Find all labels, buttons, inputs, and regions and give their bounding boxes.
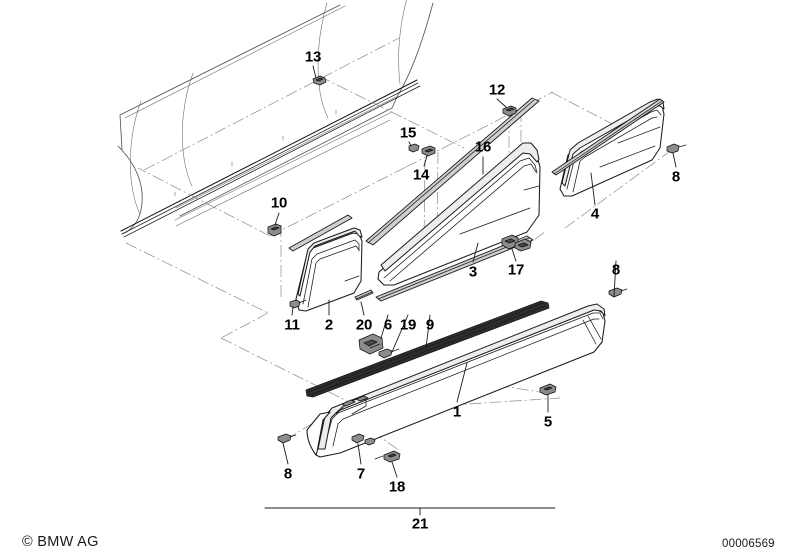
copyright-notice: © BMW AG	[22, 534, 99, 550]
clip-5	[539, 383, 557, 396]
callout-17: 17	[507, 261, 525, 279]
car-body-outline	[117, 0, 434, 238]
callout-3: 3	[468, 263, 478, 281]
callout-9: 9	[425, 316, 435, 334]
callout-8-upper-right: 8	[671, 168, 681, 186]
callout-18: 18	[388, 478, 406, 496]
callout-12: 12	[488, 81, 506, 99]
callout-13: 13	[304, 48, 322, 66]
drawing-number: 00006569	[722, 538, 775, 550]
callout-19: 19	[399, 316, 417, 334]
part-2-front-trim-panel	[288, 214, 363, 312]
clip-12	[502, 105, 517, 117]
callout-5: 5	[543, 413, 553, 431]
callout-8-lower-left: 8	[283, 465, 293, 483]
callout-2: 2	[324, 316, 334, 334]
callout-21: 21	[411, 515, 429, 533]
callout-1: 1	[452, 403, 462, 421]
clip-7	[351, 433, 376, 446]
bracket-6	[358, 333, 384, 355]
clip-strip-20	[354, 289, 374, 301]
part-4-rear-trim-panel	[551, 98, 665, 197]
clip-11	[289, 299, 307, 309]
callout-leader-lines	[264, 65, 677, 516]
callout-20: 20	[355, 316, 373, 334]
screw-19	[378, 348, 400, 359]
part-16-trim-strip	[365, 97, 540, 246]
clip-14	[421, 145, 436, 157]
callout-4: 4	[590, 205, 600, 223]
callout-15: 15	[399, 124, 417, 142]
clip-13	[312, 75, 327, 86]
callout-14: 14	[412, 166, 430, 184]
bracket-17	[501, 234, 532, 252]
clip-15	[408, 143, 420, 153]
callout-6: 6	[383, 316, 393, 334]
clip-10	[267, 223, 282, 237]
callout-8-middle-right: 8	[611, 261, 621, 279]
callout-11: 11	[284, 316, 300, 334]
callout-7: 7	[356, 465, 366, 483]
callout-16: 16	[474, 138, 492, 156]
clip-8c	[277, 433, 297, 444]
part-9-sill-molding-strip	[305, 300, 550, 398]
clip-8b	[608, 287, 628, 298]
screw-18	[374, 450, 401, 463]
fastener-hardware	[267, 75, 687, 463]
clip-8a	[666, 143, 687, 154]
callout-10: 10	[270, 194, 288, 212]
part-3-door-trim-panel	[375, 142, 541, 302]
part-1-rocker-panel-sill	[306, 303, 606, 458]
